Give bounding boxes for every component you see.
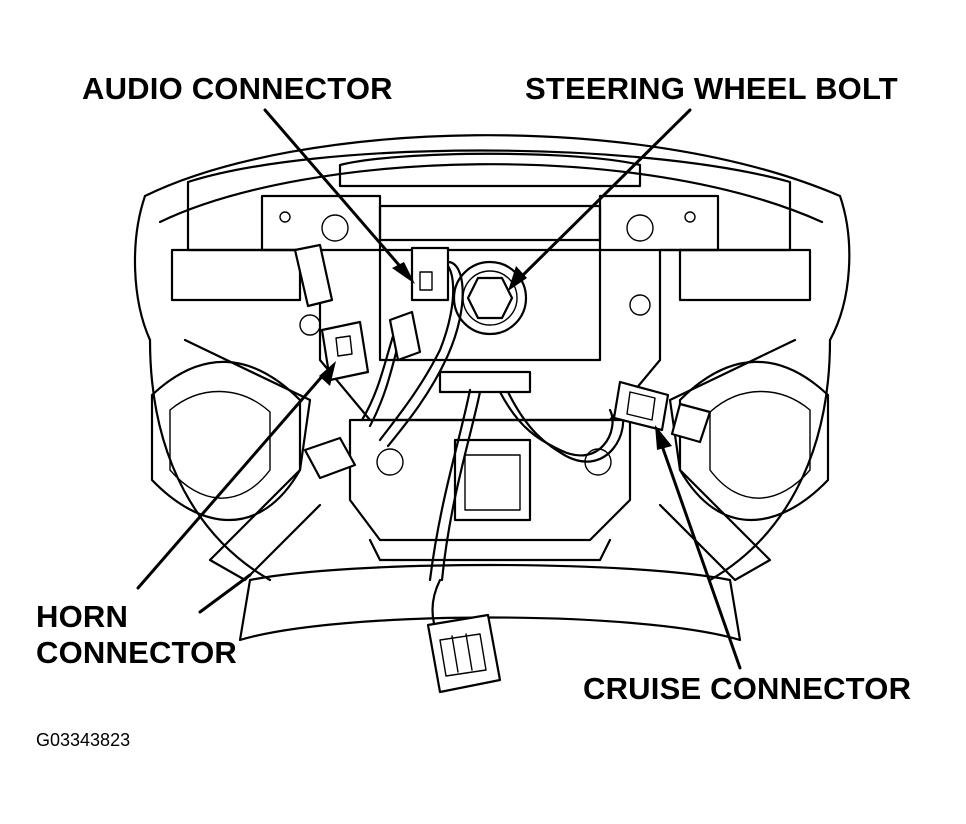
- cruise-connector-label: CRUISE CONNECTOR: [583, 671, 912, 706]
- horn-connector: [293, 243, 370, 480]
- horn-connector-label-line2: CONNECTOR: [36, 635, 238, 670]
- right-spoke: [658, 248, 832, 582]
- leader-cruise-connector: [655, 425, 742, 670]
- figure-id: G03343823: [36, 730, 131, 750]
- cruise-connector: [612, 380, 712, 444]
- lower-hub: [238, 370, 742, 642]
- wire-harness: [360, 260, 625, 642]
- hub-cover: [186, 149, 792, 252]
- horn-connector-label-line1: HORN: [36, 599, 129, 634]
- leader-audio-connector: [263, 108, 415, 284]
- leader-horn-connector: [136, 361, 336, 614]
- audio-connector-label: AUDIO CONNECTOR: [82, 71, 393, 106]
- lower-harness-plug: [426, 613, 502, 694]
- steering-wheel-bolt-label: STEERING WHEEL BOLT: [525, 71, 898, 106]
- left-spoke: [148, 248, 322, 582]
- audio-connector: [388, 246, 450, 362]
- leader-steering-wheel-bolt: [508, 108, 692, 291]
- steering-wheel-rim: [133, 134, 851, 342]
